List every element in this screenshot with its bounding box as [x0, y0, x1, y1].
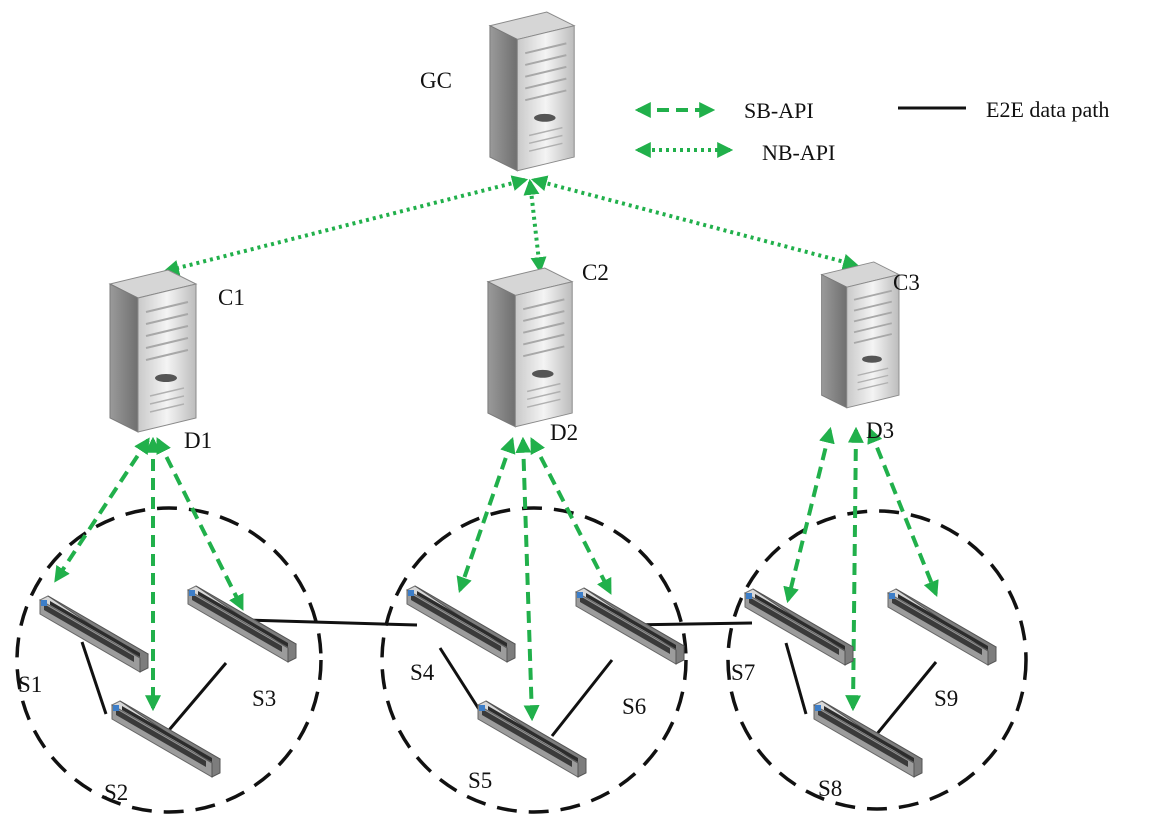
- nb-gc-c1: [162, 175, 529, 276]
- controller-c3-server-icon: [820, 261, 900, 409]
- switch-s1-icon: [39, 595, 149, 673]
- legend-sb-api-label: SB-API: [744, 98, 814, 123]
- domain-1-boundary: [15, 506, 323, 814]
- c1-label: C1: [218, 285, 245, 310]
- c2-label: C2: [582, 260, 609, 285]
- switch-s6-icon: [575, 587, 685, 665]
- c3-label: C3: [893, 270, 920, 295]
- s7-label: S7: [731, 660, 755, 685]
- gc-label: GC: [420, 68, 452, 93]
- d3-label: D3: [866, 418, 894, 443]
- sb-c1-s1: [54, 437, 150, 583]
- sb-c3-s8: [845, 426, 864, 712]
- link-s5-s6: [550, 659, 614, 737]
- legend-e2e-label: E2E data path: [986, 97, 1109, 122]
- s6-label: S6: [622, 694, 646, 719]
- global-controller-server-icon: [488, 11, 576, 172]
- d1-label: D1: [184, 428, 212, 453]
- switch-s3-icon: [187, 585, 297, 663]
- e2e-links: [80, 618, 938, 741]
- switch-s8-icon: [813, 700, 923, 778]
- domain-3-boundary: [726, 509, 1028, 811]
- switch-s7-icon: [744, 588, 854, 666]
- switch-s2-icon: [111, 700, 221, 778]
- sb-api-links: [54, 426, 939, 722]
- s5-label: S5: [468, 768, 492, 793]
- link-s1-s2: [80, 641, 108, 715]
- link-s8-s9: [870, 661, 938, 741]
- s3-label: S3: [252, 686, 276, 711]
- s4-label: S4: [410, 660, 435, 685]
- sb-c3-s7: [783, 426, 835, 604]
- s1-label: S1: [18, 672, 42, 697]
- legend: SB-API NB-API E2E data path: [634, 97, 1109, 165]
- sb-c2-s5: [515, 436, 540, 722]
- s2-label: S2: [104, 780, 128, 805]
- sb-c3-s9: [867, 427, 939, 597]
- link-s6-s7: [629, 621, 753, 627]
- nb-api-links: [162, 175, 860, 276]
- s9-label: S9: [934, 686, 958, 711]
- controller-c2-server-icon: [486, 267, 574, 428]
- legend-nb-api-label: NB-API: [762, 140, 835, 165]
- s8-label: S8: [818, 776, 842, 801]
- link-s7-s8: [784, 642, 808, 715]
- switch-s4-icon: [406, 585, 516, 663]
- sb-c2-s4: [456, 436, 516, 594]
- d2-label: D2: [550, 420, 578, 445]
- controller-c1-server-icon: [109, 269, 197, 433]
- sb-c2-s6: [530, 437, 612, 595]
- sb-c1-s3: [156, 437, 244, 611]
- nb-gc-c2: [523, 178, 547, 274]
- nb-gc-c3: [530, 175, 860, 270]
- link-s4-s5: [438, 647, 484, 715]
- link-s2-s3: [162, 662, 228, 737]
- switch-s9-icon: [887, 588, 997, 666]
- link-s3-s4: [245, 618, 418, 627]
